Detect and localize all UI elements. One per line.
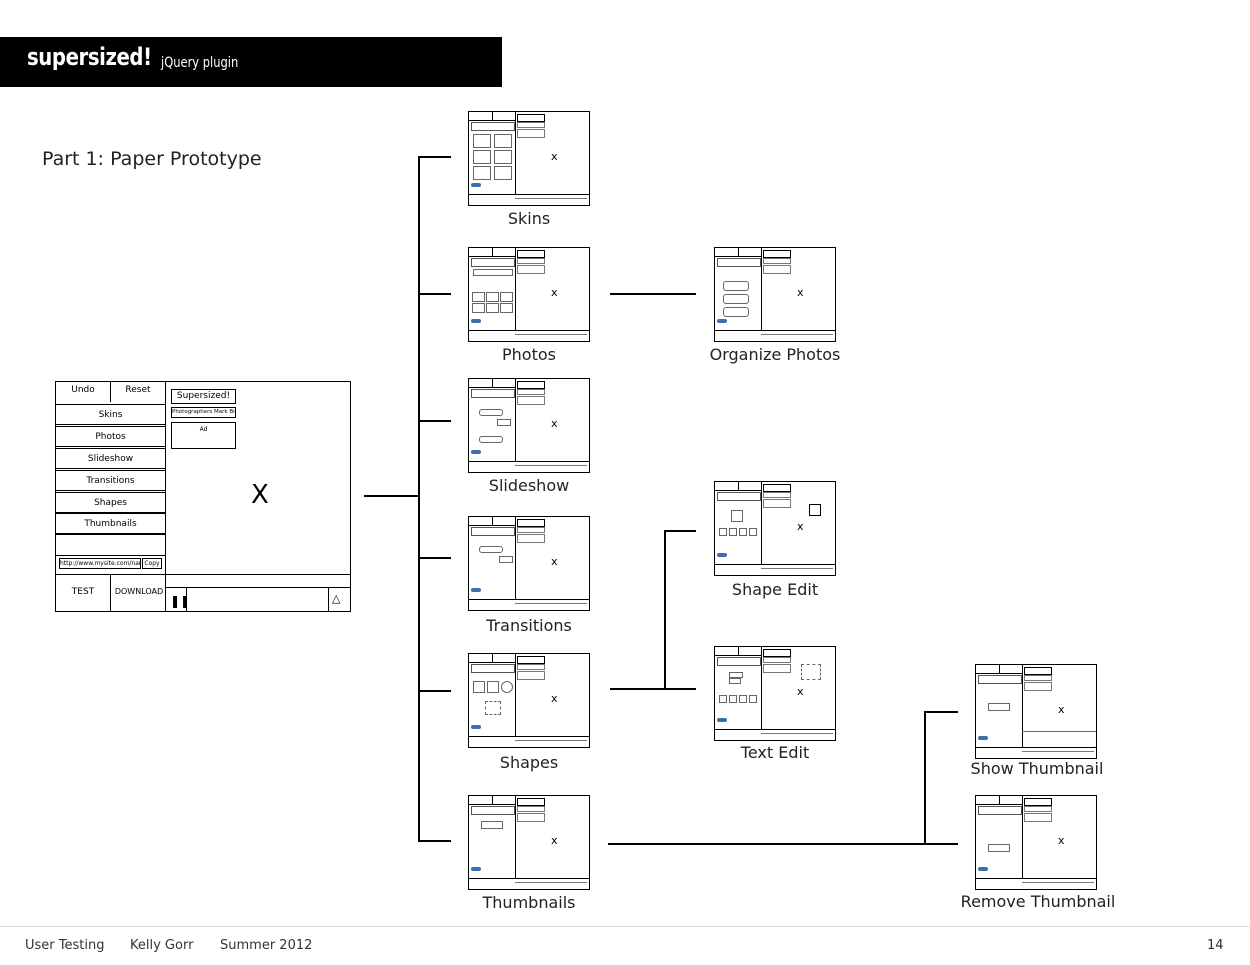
sidebar-column (56, 382, 166, 611)
label-remove-thumbnail: Remove Thumbnail (960, 892, 1116, 911)
connector-line (418, 156, 420, 842)
label-text-edit: Text Edit (740, 743, 810, 762)
shape-edit-screen: x (714, 481, 836, 576)
photos-screen: x (468, 247, 590, 342)
footer-divider (0, 926, 1250, 927)
divider (110, 574, 111, 611)
connector-line (664, 530, 696, 532)
text-edit-screen: x (714, 646, 836, 741)
connector-line (418, 690, 451, 692)
remove-thumbnail-screen: x (975, 795, 1097, 890)
label-shape-edit: Shape Edit (731, 580, 819, 599)
menu-item-thumbnails: Thumbnails (56, 513, 165, 534)
show-thumbnail-screen: x (975, 664, 1097, 759)
divider (110, 382, 111, 402)
triangle-up-icon: △ (332, 592, 341, 605)
url-field: http://www.mysite.com/name (59, 558, 141, 569)
footer-author: Kelly Gorr (130, 938, 194, 953)
pause-icon: ❚❚ (170, 594, 191, 608)
connector-line (924, 711, 926, 844)
brand-logo: supersized! (27, 43, 152, 71)
credit-box: Photographers Mark Brock (171, 407, 236, 418)
divider (56, 574, 350, 575)
test-button: TEST (71, 587, 95, 597)
connector-line (418, 420, 451, 422)
divider (328, 588, 329, 611)
connector-line (924, 711, 958, 713)
footer-topic: User Testing (25, 938, 105, 953)
main-image-placeholder: X (251, 480, 269, 510)
label-slideshow: Slideshow (488, 476, 570, 495)
footer-term: Summer 2012 (220, 938, 313, 953)
undo-button: Undo (71, 385, 95, 395)
main-prototype-sketch: Undo Reset Skins Photos Slideshow Transi… (55, 381, 351, 612)
ad-box: Ad (171, 422, 236, 449)
shapes-screen: x (468, 653, 590, 748)
connector-line (664, 530, 666, 689)
menu-item-slideshow: Slideshow (56, 448, 165, 469)
label-shapes: Shapes (499, 753, 559, 772)
label-photos: Photos (502, 345, 556, 364)
page-title: Part 1: Paper Prototype (42, 148, 262, 170)
menu-item-skins: Skins (56, 404, 165, 425)
label-show-thumbnail: Show Thumbnail (970, 759, 1104, 778)
transitions-screen: x (468, 516, 590, 611)
connector-line (418, 293, 451, 295)
label-thumbnails: Thumbnails (482, 893, 576, 912)
connector-line (608, 843, 958, 845)
connector-line (610, 688, 696, 690)
label-organize-photos: Organize Photos (709, 345, 841, 364)
menu-item-transitions: Transitions (56, 470, 165, 491)
connector-line (610, 293, 696, 295)
copy-button: Copy (142, 558, 162, 569)
menu-item-shapes: Shapes (56, 492, 165, 513)
header-banner: supersized! jQuery plugin (0, 37, 502, 87)
connector-line (364, 495, 419, 497)
skins-screen: x (468, 111, 590, 206)
divider (166, 587, 350, 588)
connector-line (418, 557, 451, 559)
menu-item-empty (56, 534, 165, 556)
organize-photos-screen: x (714, 247, 836, 342)
thumbnails-screen: x (468, 795, 590, 890)
title-box: Supersized! (171, 389, 236, 404)
slideshow-screen: x (468, 378, 590, 473)
divider (186, 588, 187, 611)
label-transitions: Transitions (486, 616, 572, 635)
download-button: DOWNLOAD (114, 587, 164, 596)
connector-line (418, 840, 451, 842)
brand-subtitle: jQuery plugin (161, 55, 239, 71)
connector-line (418, 156, 451, 158)
footer-page-number: 14 (1207, 938, 1224, 953)
label-skins: Skins (507, 209, 551, 228)
reset-button: Reset (125, 385, 151, 395)
menu-item-photos: Photos (56, 426, 165, 447)
